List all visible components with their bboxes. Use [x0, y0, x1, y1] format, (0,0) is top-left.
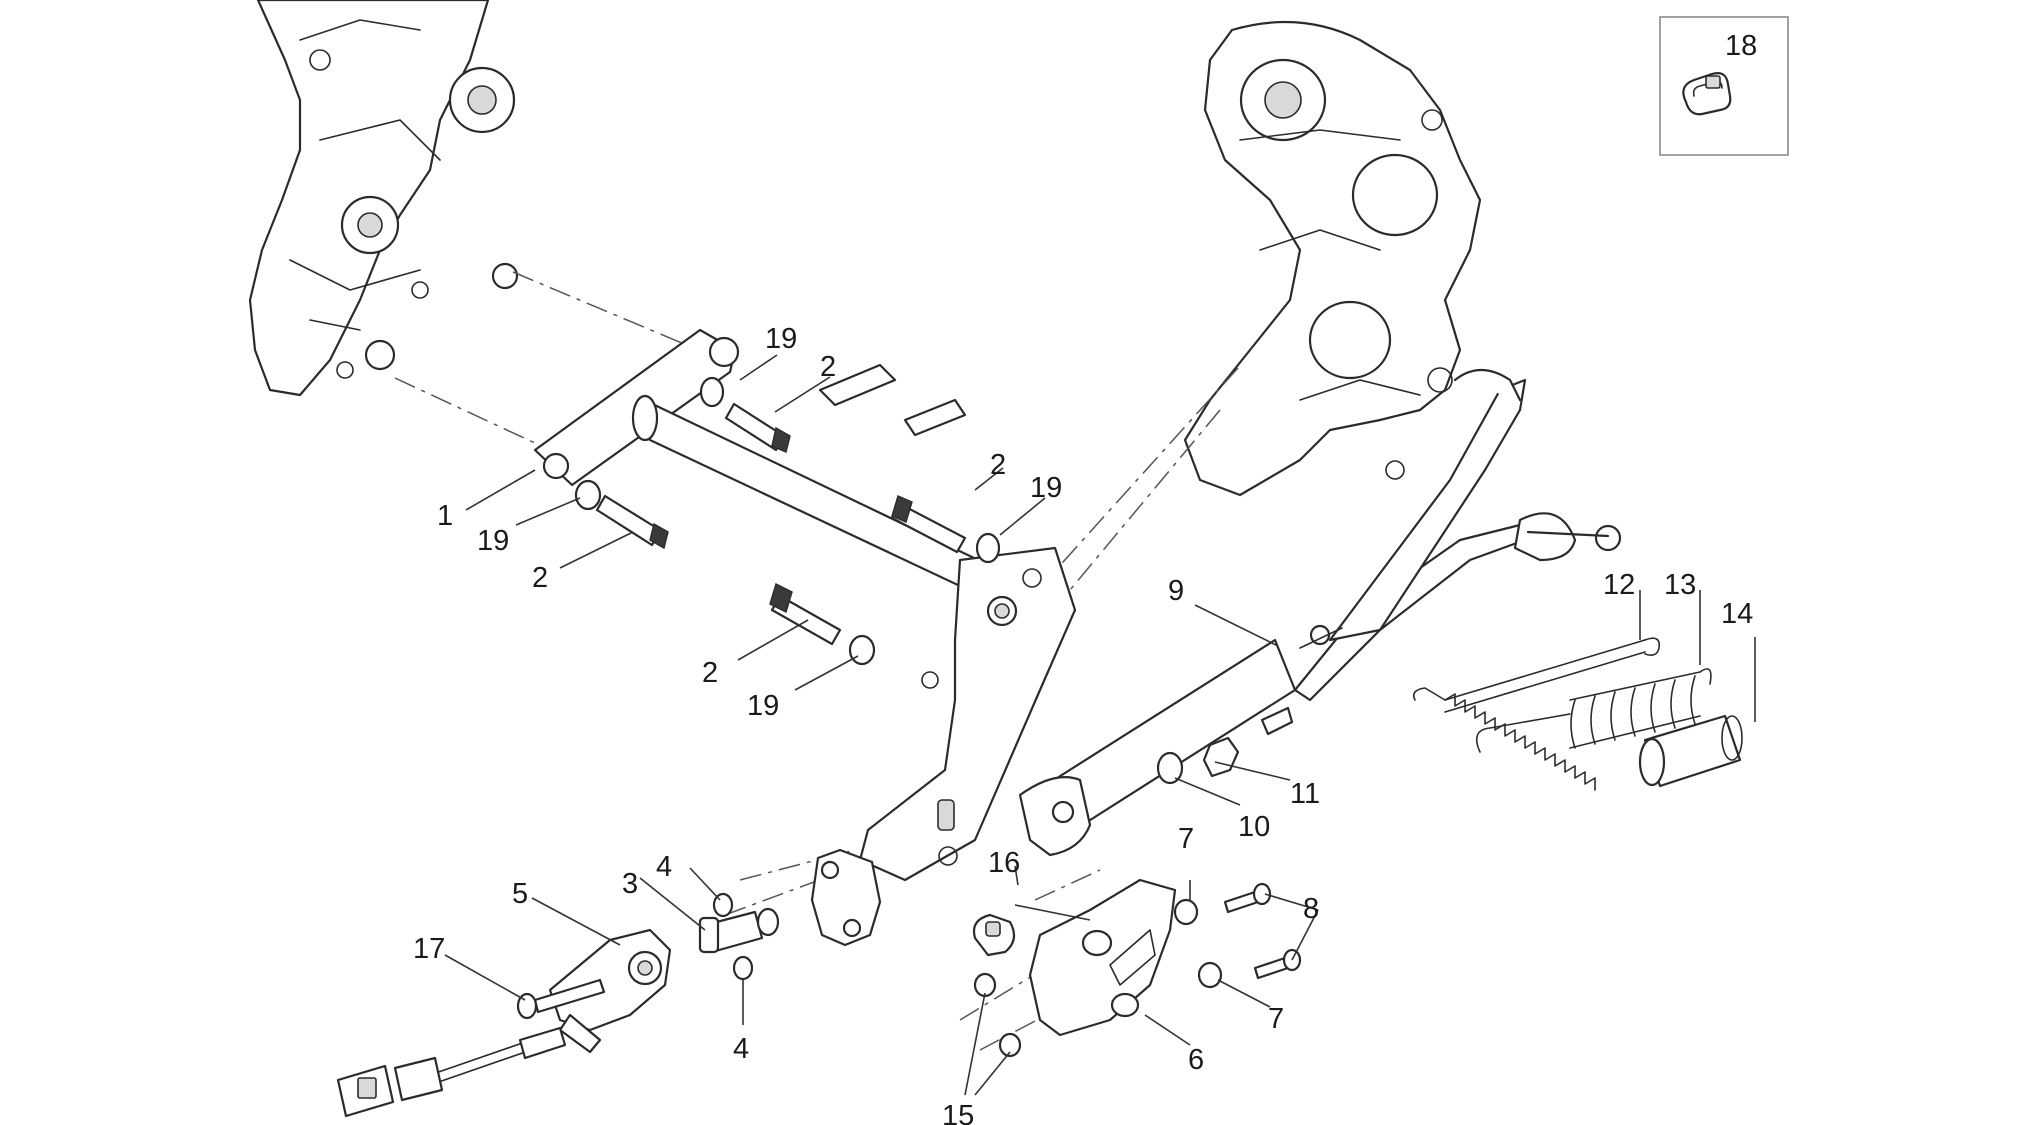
pivot-3 [698, 907, 780, 954]
clip-16 [972, 913, 1016, 957]
right-frame-section [1183, 20, 1482, 497]
side-stand-part-9 [1018, 368, 1622, 857]
callout-13: 13 [1664, 569, 1696, 601]
sensor-cable [336, 1026, 567, 1118]
callout-18: 18 [1725, 30, 1757, 62]
spring-13 [1475, 668, 1712, 753]
leader-lines [444, 354, 1756, 1096]
callout-1: 1 [437, 500, 453, 532]
callout-4-a: 4 [656, 851, 672, 883]
bolts-and-washers [574, 376, 1001, 666]
bolt-2-b [595, 494, 669, 550]
washer-15-b [998, 1032, 1022, 1058]
callout-19-b: 19 [1030, 472, 1062, 504]
screw-8-b [1253, 948, 1302, 980]
callout-9: 9 [1168, 575, 1184, 607]
washer-19-c [975, 532, 1001, 564]
callout-15: 15 [942, 1100, 974, 1125]
washer-15-a [973, 972, 997, 998]
sleeve-14 [1638, 714, 1743, 788]
switch-cover-part-6 [1028, 878, 1177, 1037]
callout-16: 16 [988, 847, 1020, 879]
hose-clip-icon [1682, 72, 1732, 116]
callout-19-c: 19 [477, 525, 509, 557]
callout-7-b: 7 [1268, 1003, 1284, 1035]
washer-7-b [1197, 961, 1223, 989]
callout-5: 5 [512, 878, 528, 910]
callout-2-a: 2 [820, 351, 836, 383]
callout-2-d: 2 [702, 657, 718, 689]
callout-11: 11 [1290, 778, 1320, 810]
callout-10: 10 [1238, 811, 1270, 843]
callout-19-a: 19 [765, 323, 797, 355]
washer-19-b [574, 479, 602, 511]
washer-10 [1156, 751, 1184, 785]
callout-7-a: 7 [1178, 823, 1194, 855]
screw-8-a [1223, 882, 1272, 914]
spring-12 [1412, 637, 1661, 791]
callout-3: 3 [622, 868, 638, 900]
washer-19-d [848, 634, 876, 666]
washer-7-a [1173, 898, 1199, 926]
callout-12: 12 [1603, 569, 1635, 601]
callout-6: 6 [1188, 1044, 1204, 1076]
bolt-2-a [724, 402, 791, 453]
callout-17: 17 [413, 933, 445, 965]
bolt-2-d [769, 583, 842, 646]
callout-2-c: 2 [532, 562, 548, 594]
washer-4-b [732, 955, 754, 981]
main-crossmember-part-1 [533, 328, 1077, 882]
nut-11 [1202, 736, 1240, 778]
callout-4-b: 4 [733, 1033, 749, 1065]
callout-14: 14 [1721, 598, 1753, 630]
washer-19-a [699, 376, 725, 408]
callout-2-b: 2 [990, 449, 1006, 481]
callout-labels: 1 2 2 2 2 3 4 4 5 6 7 7 8 9 10 11 12 13 … [413, 30, 1757, 1125]
stand-switch-part-5 [548, 928, 672, 1054]
pin-stud [1260, 706, 1294, 736]
screw-17 [516, 978, 606, 1020]
inset-part-18 [1659, 16, 1789, 156]
left-frame-section [248, 0, 519, 397]
callout-19-d: 19 [747, 690, 779, 722]
callout-8: 8 [1303, 893, 1319, 925]
bolt-2-c [890, 495, 967, 554]
